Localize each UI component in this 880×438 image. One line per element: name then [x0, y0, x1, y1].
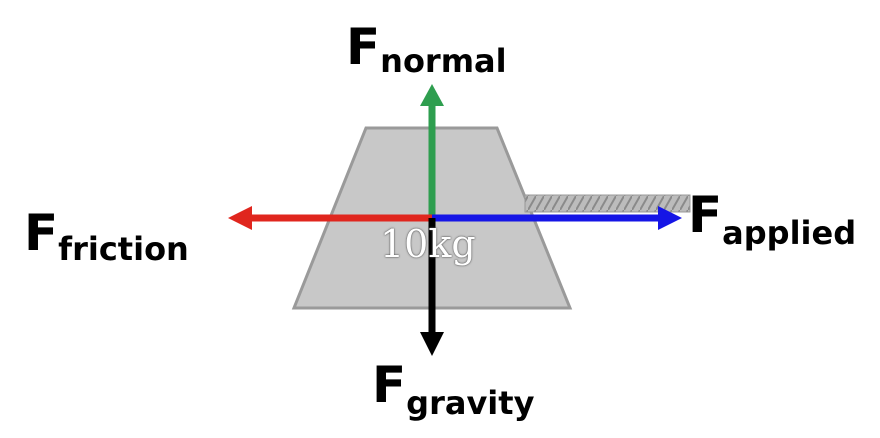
normal-force-arrow — [420, 84, 444, 218]
applied-force-label: Fapplied — [688, 190, 856, 249]
mass-label: 10kg — [380, 222, 476, 266]
normal-force-symbol: F — [346, 18, 381, 76]
gravity-force-arrow — [420, 218, 444, 356]
applied-force-arrow — [432, 206, 682, 230]
applied-force-subscript: applied — [722, 214, 857, 252]
friction-force-label: Ffriction — [24, 208, 189, 265]
gravity-force-symbol: F — [372, 356, 407, 414]
gravity-force-label: Fgravity — [372, 360, 534, 419]
friction-force-arrow — [228, 206, 432, 230]
friction-force-symbol: F — [24, 204, 59, 262]
normal-force-label: Fnormal — [346, 22, 507, 77]
gravity-force-subscript: gravity — [406, 384, 535, 422]
rope — [524, 194, 691, 213]
normal-force-subscript: normal — [380, 42, 507, 80]
friction-force-subscript: friction — [58, 230, 189, 268]
applied-force-symbol: F — [688, 186, 723, 244]
